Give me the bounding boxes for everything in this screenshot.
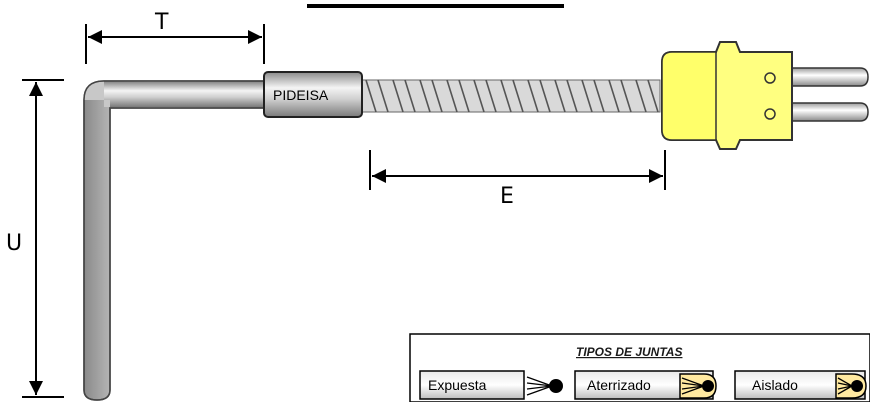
junction-aislado: Aislado [734,370,867,400]
e-dimension: E [369,150,666,209]
u-dimension: U [6,79,64,398]
t-label: T [154,10,169,35]
spring-armor [359,79,661,113]
legend-title: TIPOS DE JUNTAS [576,345,682,359]
transition-sleeve: PIDEISA [263,71,363,118]
yellow-connector [661,41,793,150]
junction-types-legend: TIPOS DE JUNTAS Expuesta Aterrizado [409,333,870,402]
junction-expuesta: Expuesta [419,370,563,400]
top-rule [307,4,564,8]
u-label: U [6,231,22,256]
e-label: E [500,184,514,209]
sleeve-label: PIDEISA [273,87,329,103]
junction-label-aislado: Aislado [752,377,798,393]
t-dimension: T [85,10,265,64]
junction-label-expuesta: Expuesta [428,377,487,393]
junction-aterrizado: Aterrizado [574,370,717,400]
l-sheath [83,80,271,401]
junction-label-aterrizado: Aterrizado [587,377,651,393]
